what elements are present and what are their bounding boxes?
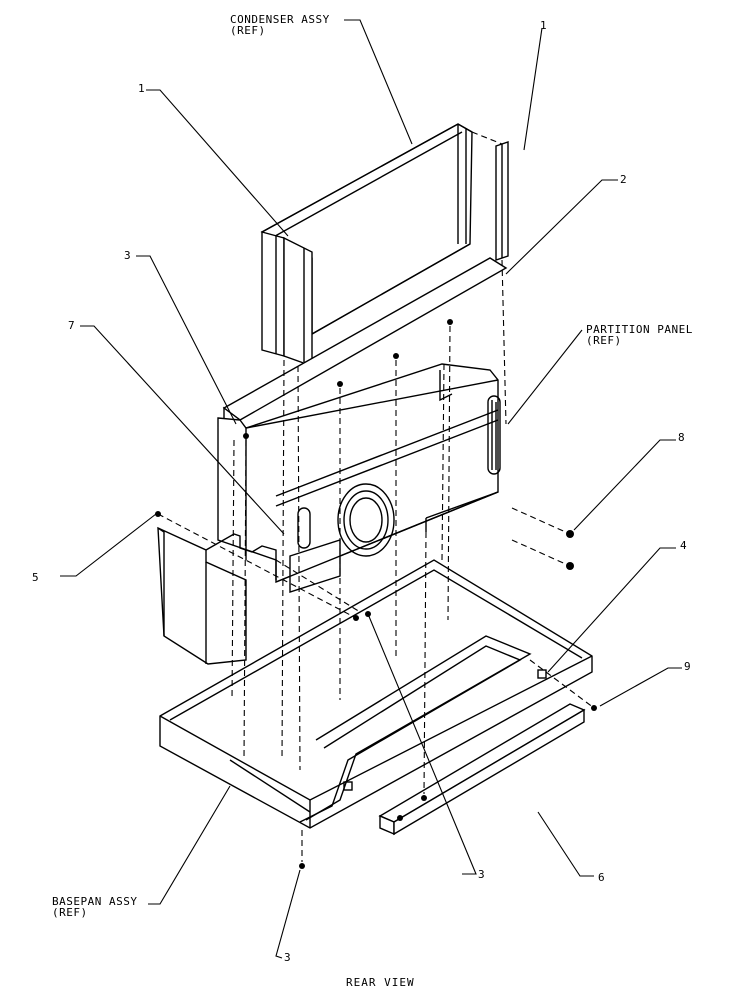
callout-9: 9 [684,660,692,673]
view-caption: REAR VIEW [346,976,415,989]
callout-3-upper: 3 [124,249,132,262]
basepan-assembly [159,559,593,829]
side-bracket-right [495,141,509,261]
callout-3-bottom: 3 [284,951,292,964]
callout-7: 7 [68,319,76,332]
leader-lines [60,19,682,959]
partition-panel [217,363,501,593]
bottom-bar [378,703,586,836]
callout-2: 2 [620,173,628,186]
callout-8: 8 [678,431,686,444]
callout-1-left: 1 [138,82,146,95]
side-bracket-left [261,231,313,367]
callout-3-lower: 3 [478,868,486,881]
left-side-panel [157,526,277,665]
basepan-assy-label: BASEPAN ASSY (REF) [52,895,138,919]
condenser-assembly [260,123,473,336]
partition-panel-label: PARTITION PANEL (REF) [586,323,693,347]
callout-1-right: 1 [540,19,548,32]
assembly-lines [157,131,595,862]
condenser-assy-label: CONDENSER ASSY (REF) [230,13,330,37]
callout-5: 5 [32,571,40,584]
callout-6: 6 [598,871,606,884]
callout-4: 4 [680,539,688,552]
